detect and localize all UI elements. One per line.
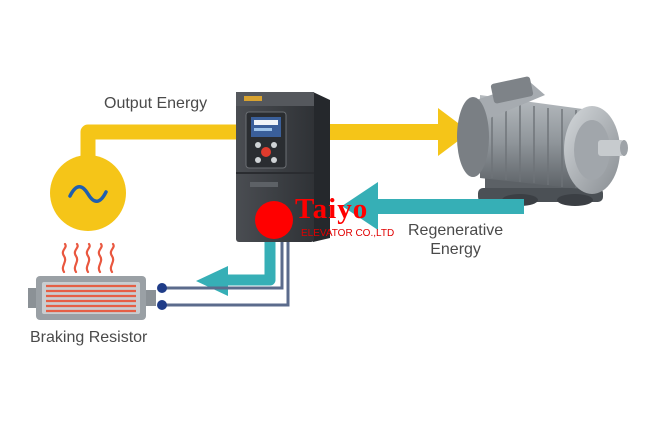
regenerative-energy-label: Regenerative Energy	[408, 221, 503, 259]
braking-resistor-label: Braking Resistor	[30, 329, 148, 346]
logo-subtitle: ELEVATOR CO.,LTD	[301, 228, 395, 239]
output-energy-label: Output Energy	[104, 95, 208, 112]
terminal-positive	[157, 283, 167, 293]
output-energy-flow	[80, 108, 470, 162]
sine-wave-icon	[68, 185, 108, 203]
regenerative-label-line2: Energy	[430, 241, 481, 258]
motor	[457, 76, 628, 206]
logo-circle	[255, 201, 293, 239]
dc-bus-wires	[157, 242, 290, 310]
inverter-drive	[236, 92, 330, 242]
heat-waves-icon	[61, 242, 115, 274]
logo-name: Taiyo	[295, 193, 369, 225]
regenerative-label-line1: Regenerative	[408, 222, 504, 239]
braking-resistor	[28, 276, 156, 320]
terminal-negative	[157, 300, 167, 310]
ac-source	[50, 155, 126, 231]
